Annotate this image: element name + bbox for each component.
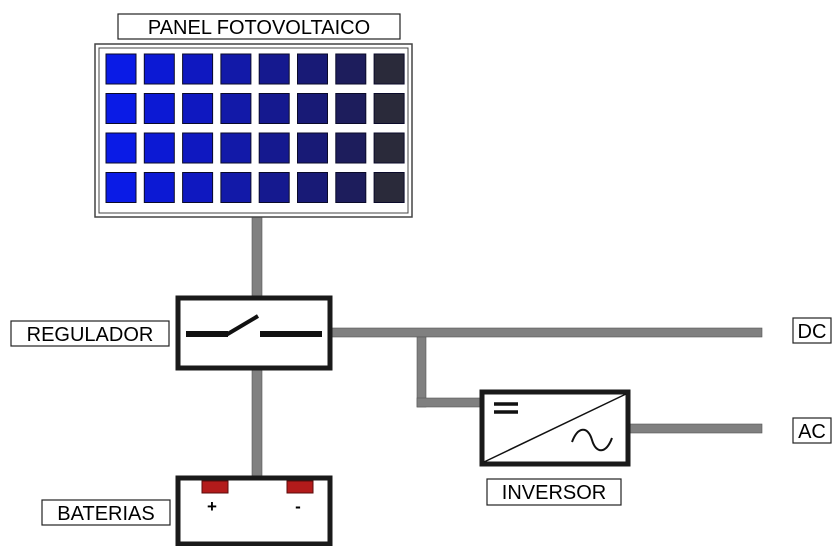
panel-cell	[335, 172, 367, 203]
ac-sine-icon	[571, 428, 613, 452]
ac-label: AC	[798, 421, 826, 443]
inverter-diagonal	[483, 393, 627, 463]
panel-label-box	[117, 13, 401, 40]
panel-cell	[182, 132, 214, 164]
panel-cell	[258, 172, 290, 203]
panel-cell	[373, 172, 405, 203]
inverter-label-box	[486, 478, 622, 506]
switch-blade-icon	[224, 314, 260, 337]
panel-cell	[105, 132, 137, 164]
dc-label: DC	[798, 321, 827, 343]
panel-label: PANEL FOTOVOLTAICO	[148, 17, 370, 39]
panel-cell	[143, 132, 175, 164]
regulator-label: REGULADOR	[27, 324, 154, 346]
wires	[251, 216, 763, 477]
panel-cell	[297, 53, 328, 85]
panel-cell	[220, 132, 252, 164]
panel-cell	[373, 53, 405, 85]
panel-cell	[105, 53, 137, 85]
wire-dc-output	[329, 327, 763, 338]
regulator-label-box	[10, 320, 170, 347]
panel-cell	[297, 132, 328, 164]
batteries-label: BATERIAS	[57, 503, 154, 525]
panel-cell	[297, 93, 328, 124]
panel-cell	[373, 132, 405, 164]
panel-cell	[143, 172, 175, 203]
panel-cell	[143, 93, 175, 124]
battery-plus-sign: +	[207, 497, 217, 516]
panel-cell	[297, 172, 328, 203]
panel-cell	[335, 53, 367, 85]
panel-cell	[258, 53, 290, 85]
panel-cells	[105, 53, 405, 203]
panel-cell	[335, 132, 367, 164]
batteries-label-box	[41, 499, 171, 526]
panel-cell	[182, 172, 214, 203]
panel-cell	[373, 93, 405, 124]
wire-panel-to-regulator	[251, 216, 263, 298]
inverter	[479, 389, 631, 467]
wire-ac-output	[627, 423, 763, 434]
panel-cell	[220, 93, 252, 124]
panel-cell	[105, 172, 137, 203]
dc-label-box	[792, 317, 832, 344]
panel-cell	[105, 93, 137, 124]
panel-cell	[182, 53, 214, 85]
wire-regulator-to-battery	[251, 367, 263, 477]
panel-cell	[182, 93, 214, 124]
panel-cell	[143, 53, 175, 85]
battery: + -	[175, 475, 333, 546]
panel-cell	[258, 132, 290, 164]
panel-cell	[258, 93, 290, 124]
battery-minus-sign: -	[295, 497, 301, 516]
panel-cell	[220, 53, 252, 85]
regulator	[175, 295, 333, 371]
inverter-label: INVERSOR	[502, 482, 606, 504]
wire-inverter-branch-horizontal	[416, 397, 483, 408]
ac-label-box	[792, 417, 832, 444]
panel-cell	[335, 93, 367, 124]
panel-cell	[220, 172, 252, 203]
wire-inverter-branch-vertical	[416, 336, 427, 408]
solar-panel	[94, 43, 413, 218]
